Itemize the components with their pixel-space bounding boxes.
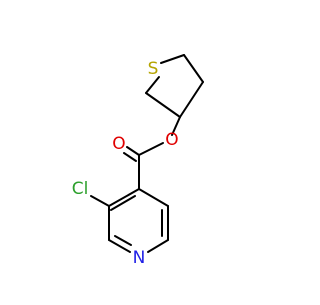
bond-c5py-c4py bbox=[138, 188, 169, 207]
bond-n-c6py bbox=[147, 239, 169, 253]
bond-carbonyl-double-b bbox=[123, 152, 137, 162]
chlorine-atom-label: Cl bbox=[72, 179, 89, 199]
bond-o-ester-carbonyl bbox=[138, 142, 164, 156]
bond-s-c5 bbox=[160, 54, 185, 64]
ester-oxygen-label: O bbox=[165, 130, 178, 150]
bond-c5-c4 bbox=[183, 54, 204, 83]
atom-labels: S O O Cl N bbox=[72, 59, 179, 268]
nitrogen-atom-label: N bbox=[133, 248, 146, 268]
bond-c3py-cl bbox=[90, 195, 110, 207]
bond-c4-c3 bbox=[179, 81, 204, 118]
bond-carbonyl-double-a bbox=[126, 146, 140, 156]
molecule-diagram: S O O Cl N bbox=[72, 54, 204, 268]
sulfur-atom-label: S bbox=[148, 59, 159, 79]
structure-canvas: S O O Cl N bbox=[71, 54, 204, 268]
bond-c2py-n bbox=[108, 239, 131, 253]
bond-s-c2 bbox=[145, 76, 160, 94]
bond-c2py-n-inner bbox=[114, 235, 132, 246]
bond-c3-c2 bbox=[145, 92, 181, 118]
carbonyl-oxygen-label: O bbox=[112, 134, 125, 154]
bond-c3-o-ester bbox=[171, 116, 181, 136]
bond-c4py-c3py bbox=[108, 188, 140, 207]
bonds bbox=[90, 54, 204, 253]
bond-c4py-c3py-inner bbox=[110, 195, 136, 211]
